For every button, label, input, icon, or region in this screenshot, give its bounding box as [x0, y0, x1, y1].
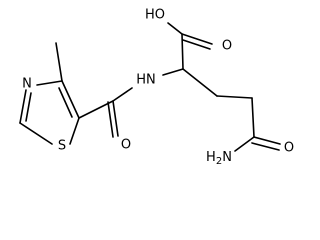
- label-ring-nitrogen: N: [22, 77, 32, 92]
- label-side-chain-carbonyl-oxygen: O: [284, 141, 294, 156]
- bond-alpha-cb: [182, 68, 218, 97]
- bond-nh-alpha: [162, 68, 184, 76]
- bond-cooh-co-1: [181, 33, 213, 45]
- label-ring-sulfur: S: [58, 139, 66, 154]
- label-amide-nitrogen: HN: [136, 73, 156, 88]
- bond-ring-c5-c4: [61, 80, 80, 119]
- label-side-chain-amine-n: N: [222, 150, 232, 165]
- bond-ring-n-c2-inner: [25, 92, 32, 122]
- bond-ring-c5-c4-inner: [58, 87, 73, 118]
- bond-cd-o-2: [251, 142, 280, 151]
- label-acid-carbonyl-oxygen: O: [222, 39, 232, 54]
- label-hydroxyl: HO: [145, 8, 165, 23]
- bond-cd-o-1: [253, 136, 281, 145]
- bond-ring-c2-s: [19, 122, 53, 145]
- label-side-chain-amine-sub: 2: [216, 156, 222, 167]
- bond-amide-co-2: [107, 101, 114, 138]
- bond-amide-co-1: [112, 100, 119, 137]
- bond-ring-c4-n: [36, 80, 63, 86]
- bond-cooh-oh: [167, 22, 183, 35]
- bond-alpha-cooh: [181, 33, 184, 70]
- bond-ring-n-c2: [19, 89, 27, 124]
- bond-cb-cg: [216, 95, 253, 99]
- label-side-chain-amine: H2N: [206, 150, 232, 168]
- bond-methyl: [55, 42, 63, 82]
- bond-cg-cd: [251, 97, 255, 138]
- bond-cd-nh2: [234, 136, 255, 152]
- bond-c5-amide-c: [78, 100, 114, 119]
- bond-cooh-co-2: [182, 39, 211, 50]
- bond-ring-s-c5: [69, 117, 80, 145]
- label-amide-carbonyl-oxygen: O: [121, 138, 131, 153]
- label-side-chain-amine-h: H: [206, 150, 216, 165]
- bond-amide-c-nh: [112, 87, 133, 102]
- structure-canvas: HO O HN N S O O H2N: [19, 8, 294, 168]
- molecule-structure: HO O HN N S O O H2N: [19, 8, 294, 168]
